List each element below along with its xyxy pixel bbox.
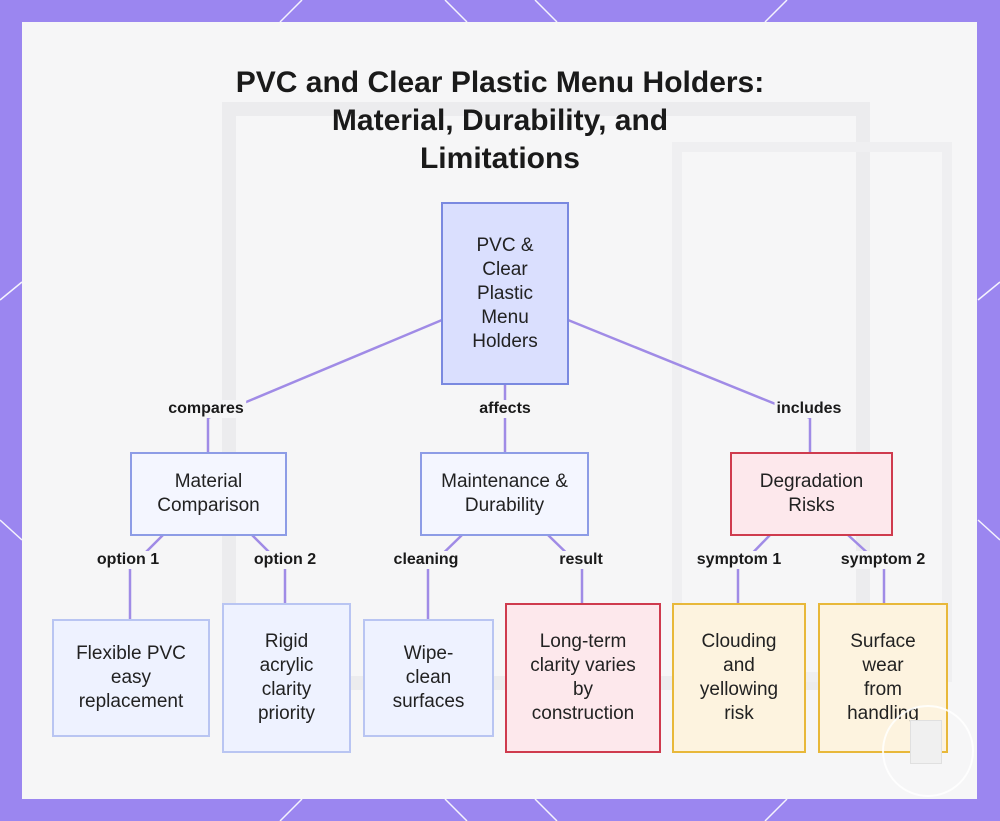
background-shape xyxy=(672,142,952,682)
connector-root-degradation xyxy=(567,318,812,452)
connector-degradation-wear xyxy=(847,534,886,603)
edge-label-affects: affects xyxy=(477,400,533,418)
node-material-comparison: Material Comparison xyxy=(130,452,287,536)
node-clouding-label: Clouding and yellowing risk xyxy=(699,631,779,724)
corner-badge xyxy=(882,705,974,797)
node-maintenance-durability: Maintenance & Durability xyxy=(420,452,589,536)
node-rigid-acrylic: Rigid acrylic clarity priority xyxy=(222,603,351,753)
node-wipe-clean: Wipe-clean surfaces xyxy=(363,619,494,737)
node-clouding: Clouding and yellowing risk xyxy=(672,603,806,753)
title-line: Material, Durability, and xyxy=(331,104,669,137)
node-flexible-pvc-label: Flexible PVC easy replacement xyxy=(76,643,186,712)
edge-label-symptom-2: symptom 2 xyxy=(838,551,928,569)
node-material-comparison-label: Material Comparison xyxy=(157,471,260,516)
node-flexible-pvc: Flexible PVC easy replacement xyxy=(52,619,210,737)
node-wipe-clean-label: Wipe-clean surfaces xyxy=(392,643,465,712)
node-long-term-clarity-label: Long-term clarity varies by construction xyxy=(530,631,636,724)
edge-label-symptom-1: symptom 1 xyxy=(694,551,784,569)
badge-card-icon xyxy=(910,720,942,764)
connector-material-flexible xyxy=(128,534,164,620)
connector-maintenance-wipe xyxy=(426,534,463,620)
connector-degradation-clouding xyxy=(736,534,771,603)
node-rigid-acrylic-label: Rigid acrylic clarity priority xyxy=(257,631,315,724)
connector-maintenance-longterm xyxy=(547,534,584,603)
node-root: PVC & Clear Plastic Menu Holders xyxy=(441,202,569,385)
edge-label-cleaning: cleaning xyxy=(391,551,461,569)
edge-label-result: result xyxy=(557,551,605,569)
title-line: PVC and Clear Plastic Menu Holders: xyxy=(235,66,765,99)
node-degradation-risks: Degradation Risks xyxy=(730,452,893,536)
connector-root-material xyxy=(206,318,443,452)
edge-label-option-2: option 2 xyxy=(251,551,319,569)
node-root-label: PVC & Clear Plastic Menu Holders xyxy=(472,234,538,352)
connector-material-rigid xyxy=(251,534,287,603)
title-line: Limitations xyxy=(419,142,580,175)
node-long-term-clarity: Long-term clarity varies by construction xyxy=(505,603,661,753)
diagram-title: PVC and Clear Plastic Menu Holders: Mate… xyxy=(0,64,1000,178)
node-degradation-risks-label: Degradation Risks xyxy=(759,471,864,516)
edge-label-option-1: option 1 xyxy=(94,551,162,569)
node-maintenance-durability-label: Maintenance & Durability xyxy=(441,471,568,516)
edge-label-includes: includes xyxy=(774,400,844,418)
edge-label-compares: compares xyxy=(166,400,246,418)
